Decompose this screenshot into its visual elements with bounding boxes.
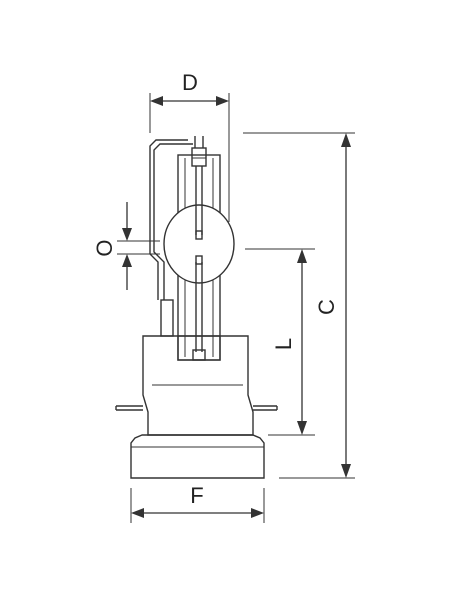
burner	[163, 136, 235, 361]
dimension-o: O	[92, 202, 160, 290]
dimension-f: F	[130, 483, 265, 523]
lamp-mount	[160, 299, 221, 361]
dimension-d: D	[149, 70, 230, 222]
label-d: D	[182, 70, 198, 95]
label-c: C	[314, 299, 339, 315]
lamp-body	[115, 335, 278, 436]
label-f: F	[190, 483, 203, 508]
label-l: L	[271, 338, 296, 350]
return-wire	[149, 139, 193, 300]
lamp-base	[130, 434, 265, 479]
dimension-l: L	[245, 248, 315, 436]
dimension-c: C	[243, 132, 355, 479]
label-o: O	[92, 239, 117, 256]
